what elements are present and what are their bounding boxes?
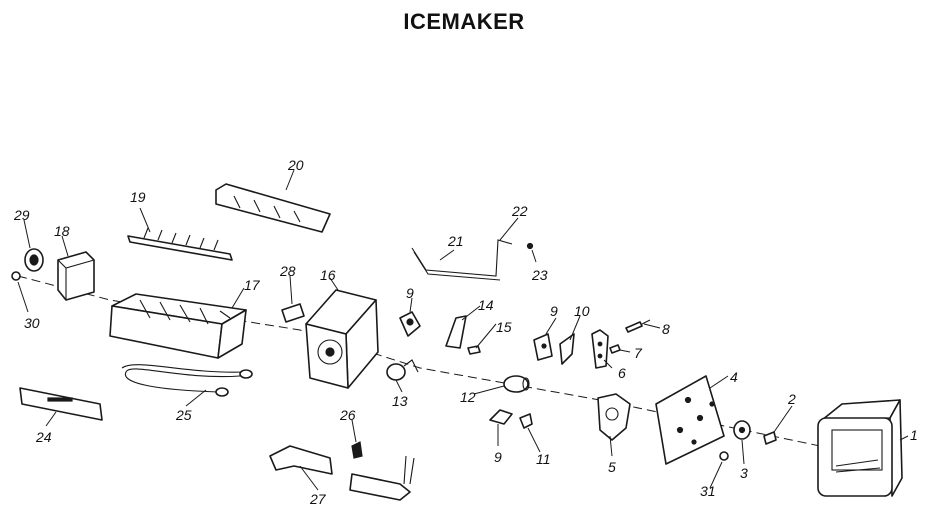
callout-23: 23	[531, 267, 548, 283]
part-switch-lower	[489, 409, 513, 425]
callout-9-b: 9	[494, 449, 502, 465]
part-ejector	[127, 227, 233, 261]
callout-28: 28	[279, 263, 296, 279]
part-screw-2	[763, 431, 777, 445]
part-switch-bracket	[591, 329, 609, 369]
part-motor	[597, 393, 631, 441]
part-link-28	[281, 303, 305, 323]
callout-labels: 1 2 3 4 5 6 7 8 9 10 9 11 12 13 14 15 9 …	[13, 157, 918, 507]
part-knob	[733, 420, 751, 440]
part-coupler	[503, 375, 530, 393]
callout-3: 3	[740, 465, 748, 481]
part-ring-29	[24, 248, 44, 272]
callout-10: 10	[574, 303, 590, 319]
part-lever	[445, 315, 467, 349]
callout-15: 15	[496, 319, 512, 335]
part-screw-15	[467, 345, 481, 355]
callout-26: 26	[339, 407, 356, 423]
callout-21: 21	[447, 233, 464, 249]
diagram-title: ICEMAKER	[403, 9, 525, 34]
callout-9-c: 9	[406, 285, 414, 301]
part-thermostat	[57, 251, 95, 301]
part-ice-mold	[109, 293, 247, 359]
callout-19: 19	[130, 189, 146, 205]
part-fill-tube	[269, 445, 415, 501]
part-cam	[399, 311, 421, 337]
callout-24: 24	[35, 429, 52, 445]
part-clip-23	[526, 242, 534, 250]
callout-8: 8	[662, 321, 670, 337]
part-screw-31	[719, 451, 729, 461]
callout-18: 18	[54, 223, 70, 239]
callout-7: 7	[634, 345, 643, 361]
part-front-cover	[817, 399, 903, 497]
part-washer-30	[11, 271, 21, 281]
callout-27: 27	[309, 491, 327, 507]
part-heater	[121, 364, 253, 397]
callout-6: 6	[618, 365, 626, 381]
part-valve	[386, 359, 419, 381]
part-mounting-plate	[655, 375, 725, 465]
part-screw-8	[625, 319, 651, 333]
part-switch-10	[559, 333, 575, 365]
callout-30: 30	[24, 315, 40, 331]
part-stripper	[215, 183, 331, 233]
callout-29: 29	[13, 207, 30, 223]
part-shutoff-arm	[411, 239, 513, 281]
callout-31: 31	[700, 483, 716, 499]
callout-2: 2	[787, 391, 796, 407]
callout-22: 22	[511, 203, 528, 219]
part-switch-upper	[533, 333, 553, 361]
leader-lines	[17, 169, 909, 491]
callout-11: 11	[536, 451, 551, 467]
callout-9-a: 9	[550, 303, 558, 319]
part-housing	[305, 289, 379, 389]
part-clamp-26	[351, 441, 363, 459]
callout-13: 13	[392, 393, 408, 409]
part-bracket	[19, 387, 103, 421]
part-screw-7	[609, 344, 621, 354]
callout-14: 14	[478, 297, 494, 313]
callout-4: 4	[730, 369, 738, 385]
callout-25: 25	[175, 407, 192, 423]
callout-5: 5	[608, 459, 616, 475]
callout-1: 1	[910, 427, 918, 443]
callout-17: 17	[244, 277, 261, 293]
part-clip-11	[519, 413, 533, 429]
callout-12: 12	[460, 389, 476, 405]
callout-16: 16	[320, 267, 336, 283]
callout-20: 20	[287, 157, 304, 173]
